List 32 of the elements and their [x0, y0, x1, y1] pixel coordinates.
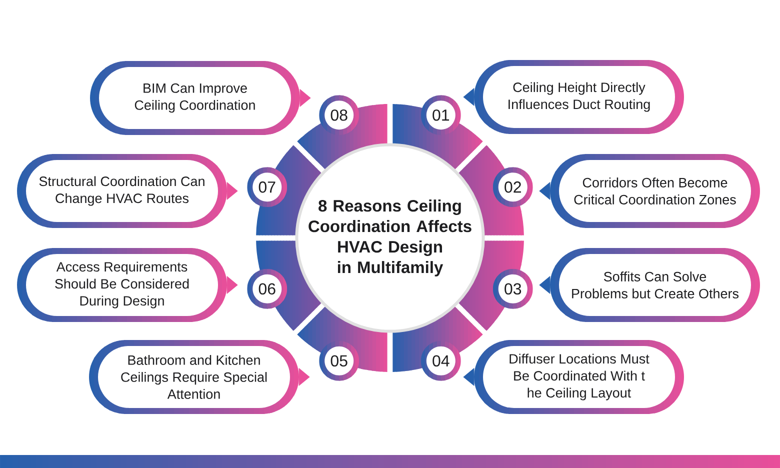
number-badge: 04 [420, 340, 461, 381]
number-badge: 06 [247, 268, 288, 309]
node-label: 07 [258, 181, 276, 193]
node-label: 08 [330, 109, 348, 121]
node-label: Ceiling Height Directly Influences Duct Routing [508, 82, 650, 112]
callout-box: Soffits Can Solve Problems but Create Others [550, 248, 760, 322]
callout-box: Ceiling Height Directly Influences Duct Routing [474, 60, 684, 134]
callout-box: Diffuser Locations Must Be Coordinated With t he Ceiling Layout [474, 340, 684, 414]
number-badge: 08 [319, 95, 360, 136]
callout-box: Access Requirements Should Be Considered During Design [17, 248, 227, 322]
node-label: Access Requirements Should Be Considered During Design [55, 262, 189, 308]
node-label: Bathroom and Kitchen Ceilings Require Special Attention [121, 355, 267, 399]
number-badge: 03 [492, 268, 533, 309]
node-label: 04 [432, 355, 450, 367]
node-label: 03 [504, 283, 522, 295]
number-badge: 05 [319, 340, 360, 381]
node-label: Structural Coordination Can Change HVAC Routes [39, 176, 204, 206]
callout-box: BIM Can Improve Ceiling Coordination [90, 61, 300, 135]
number-badge: 01 [420, 95, 461, 136]
callout-box: Structural Coordination Can Change HVAC Routes [17, 154, 227, 228]
callout-box: Corridors Often Become Critical Coordination Zones [550, 154, 760, 228]
node-label: 05 [330, 355, 348, 367]
node-label: BIM Can Improve Ceiling Coordination [134, 83, 255, 113]
number-badge: 07 [247, 167, 288, 208]
node-label: 01 [432, 109, 450, 121]
node-label: Diffuser Locations Must Be Coordinated With t he Ceiling Layout [510, 354, 650, 400]
node-label: Corridors Often Become Critical Coordination Zones [574, 178, 736, 204]
number-badge: 02 [492, 167, 533, 208]
callout-box: Bathroom and Kitchen Ceilings Require Special Attention [89, 340, 299, 414]
node-label: Soffits Can Solve Problems but Create Others [572, 272, 739, 298]
node-label: 02 [504, 181, 521, 193]
node-label: 06 [258, 283, 276, 295]
